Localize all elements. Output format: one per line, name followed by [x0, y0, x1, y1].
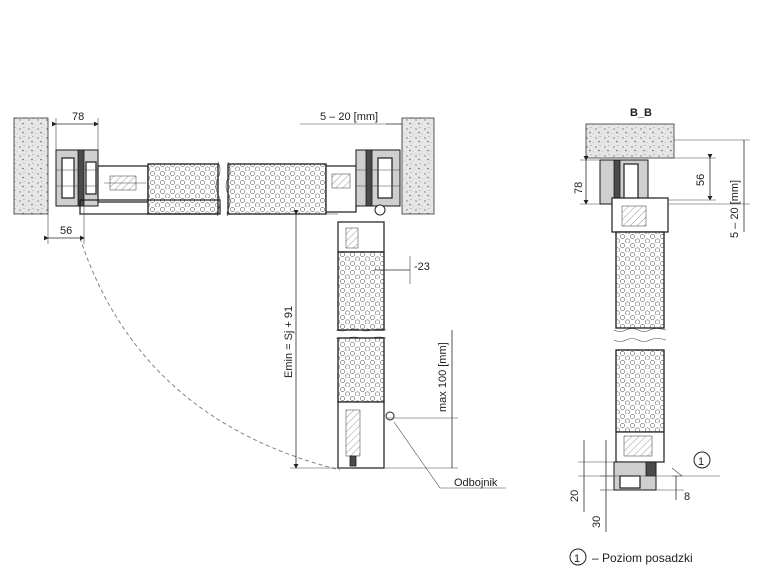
left-frame-profile [55, 149, 99, 207]
label-emin: Emin = Sj + 91 [283, 306, 295, 378]
panel-segment-left [147, 163, 219, 215]
label-minus23: -23 [414, 261, 430, 273]
marker-1-label: 1 [698, 456, 704, 468]
panel-segment-right [227, 163, 327, 215]
leader-odbojnik [393, 421, 506, 489]
label-gap-right: 5 – 20 [mm] [729, 180, 741, 238]
label-20: 20 [569, 490, 581, 502]
break-line-left [215, 161, 221, 217]
swung-door-panel [335, 204, 395, 469]
legend-text: – Poziom posadzki [592, 551, 693, 565]
section-frame-top [599, 159, 669, 233]
lintel-wall [585, 123, 675, 159]
label-gap-top: 5 – 20 [mm] [320, 111, 378, 123]
legend-marker-label: 1 [574, 553, 580, 565]
label-8: 8 [684, 491, 690, 503]
label-56-right: 56 [695, 174, 707, 186]
swung-panel-upper [337, 251, 385, 331]
legend: 1 – Poziom posadzki [569, 548, 693, 566]
section-title: B_B [630, 107, 652, 119]
right-wall [401, 117, 435, 215]
section-panel-lower [615, 349, 665, 433]
marker-1-circle [693, 451, 711, 469]
legend-marker-circle [569, 548, 587, 566]
section-view-bb: B_B 78 56 5 [569, 107, 750, 532]
swing-arc [79, 237, 341, 471]
label-30: 30 [591, 516, 603, 528]
hinge-detail [97, 165, 149, 203]
floor-level-symbol [671, 467, 683, 477]
swung-panel-lower [337, 337, 385, 403]
section-panel-upper [615, 231, 665, 329]
label-78-right: 78 [573, 182, 585, 194]
plan-view: 78 56 5 – 20 [mm] Emin = Sj + 91 -23 max… [13, 111, 506, 489]
label-78-left: 78 [72, 111, 84, 123]
label-56-left: 56 [60, 225, 72, 237]
left-wall [13, 117, 49, 215]
label-max100: max 100 [mm] [437, 342, 449, 412]
label-odbojnik: Odbojnik [454, 477, 498, 489]
right-frame-profile [325, 149, 401, 213]
break-line-right [225, 161, 231, 217]
